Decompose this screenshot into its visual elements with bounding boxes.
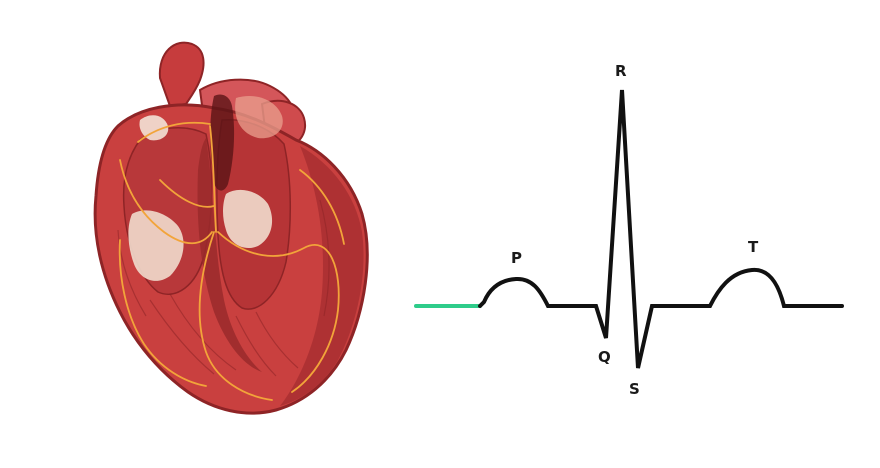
q-wave-label: Q xyxy=(598,348,611,366)
ecg-trace xyxy=(480,90,842,368)
anatomical-heart-icon xyxy=(95,43,367,413)
aorta xyxy=(160,43,204,106)
r-wave-label: R xyxy=(615,62,627,80)
p-wave-label: P xyxy=(511,249,522,267)
t-wave-label: T xyxy=(748,238,759,256)
s-wave-label: S xyxy=(629,380,640,398)
ecg-waveform xyxy=(416,90,842,368)
